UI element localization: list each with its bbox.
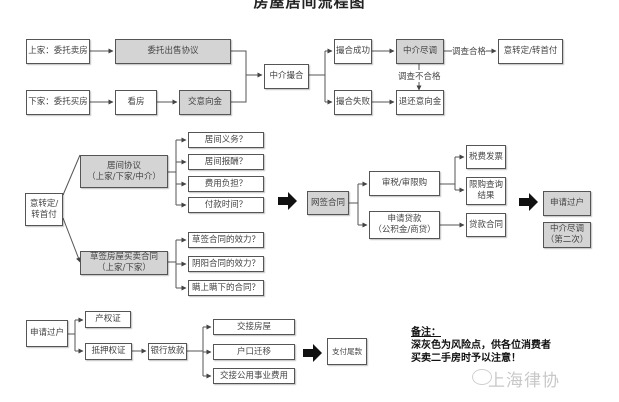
apply-transfer-box-2: 申请过户 xyxy=(26,320,68,347)
match-success-box: 撮合成功 xyxy=(334,39,372,64)
note-heading: 备注： xyxy=(411,327,441,338)
mortgage-cert-box: 抵押权证 xyxy=(85,343,132,360)
draft-contract-box: 草签房屋买卖合同 （上家/下家） xyxy=(80,251,168,275)
second-investigation-box: 中介尽调 （第二次） xyxy=(543,222,591,248)
property-cert-box: 产权证 xyxy=(85,311,131,328)
brokerage-item: 费用负担？ xyxy=(188,176,264,192)
brokerage-item: 居间义务？ xyxy=(188,132,264,148)
big-arrows xyxy=(278,192,538,362)
watermark: 上海律协 xyxy=(488,371,560,391)
big-arrow-2 xyxy=(519,193,538,211)
online-contract-box: 网签合同 xyxy=(307,191,349,215)
viewing-box: 看房 xyxy=(115,90,157,115)
pass-label: 调查合格 xyxy=(452,45,487,57)
brokerage-item: 付款时间？ xyxy=(188,197,264,213)
fail-label: 调查不合格 xyxy=(398,70,441,82)
draft-item: 草签合同的效力？ xyxy=(188,232,264,248)
brokerage-agreement-box: 居间协议 （上家/下家/中介） xyxy=(80,155,168,188)
tax-invoice-box: 税费发票 xyxy=(466,145,506,169)
refund-deposit-box: 退还意向金 xyxy=(396,90,444,115)
final-payment-box: 支付尾款 xyxy=(327,338,367,365)
start-box: 意转定/ 转首付 xyxy=(25,193,63,226)
big-arrow-3 xyxy=(303,344,322,362)
seller-agreement-box: 委托出售协议 xyxy=(115,39,231,64)
buyer-entrust-box: 下家：委托买房 xyxy=(26,90,90,115)
matchmaking-box: 中介撮合 xyxy=(264,64,309,89)
loan-apply-box: 申请贷款 （公积金/商贷） xyxy=(369,211,440,239)
draft-item: 瞒上瞒下的合同？ xyxy=(188,280,264,296)
deposit-box: 交意向金 xyxy=(179,90,231,115)
investigation-box: 中介尽调 xyxy=(396,39,444,64)
big-arrow-1 xyxy=(278,192,297,210)
purchase-limit-box: 限购查询 结果 xyxy=(466,177,506,205)
tax-review-box: 审税/审限购 xyxy=(369,171,440,196)
wechat-icon xyxy=(472,369,492,385)
seller-entrust-box: 上家：委托卖房 xyxy=(26,39,90,64)
handover-item: 户口迁移 xyxy=(213,344,295,360)
handover-item: 交接公用事业费用 xyxy=(213,368,295,384)
loan-contract-box: 贷款合同 xyxy=(466,213,506,237)
brokerage-item: 居间报酬？ xyxy=(188,154,264,170)
legend-note: 备注： 深灰色为风险点，供各位消费者 买卖二手房时予以注意！ xyxy=(411,326,551,365)
note-line-1: 深灰色为风险点，供各位消费者 xyxy=(411,340,551,351)
next-step-box: 意转定/转首付 xyxy=(498,39,563,64)
diagram-title: 房屋居间流程图 xyxy=(253,0,366,11)
match-fail-box: 撮合失败 xyxy=(334,90,372,115)
bank-loan-box: 银行放款 xyxy=(148,343,187,360)
apply-transfer-box: 申请过户 xyxy=(543,191,591,216)
handover-item: 交接房屋 xyxy=(213,319,295,335)
note-line-2: 买卖二手房时予以注意！ xyxy=(411,353,521,364)
draft-item: 阴阳合同的效力？ xyxy=(188,256,264,272)
